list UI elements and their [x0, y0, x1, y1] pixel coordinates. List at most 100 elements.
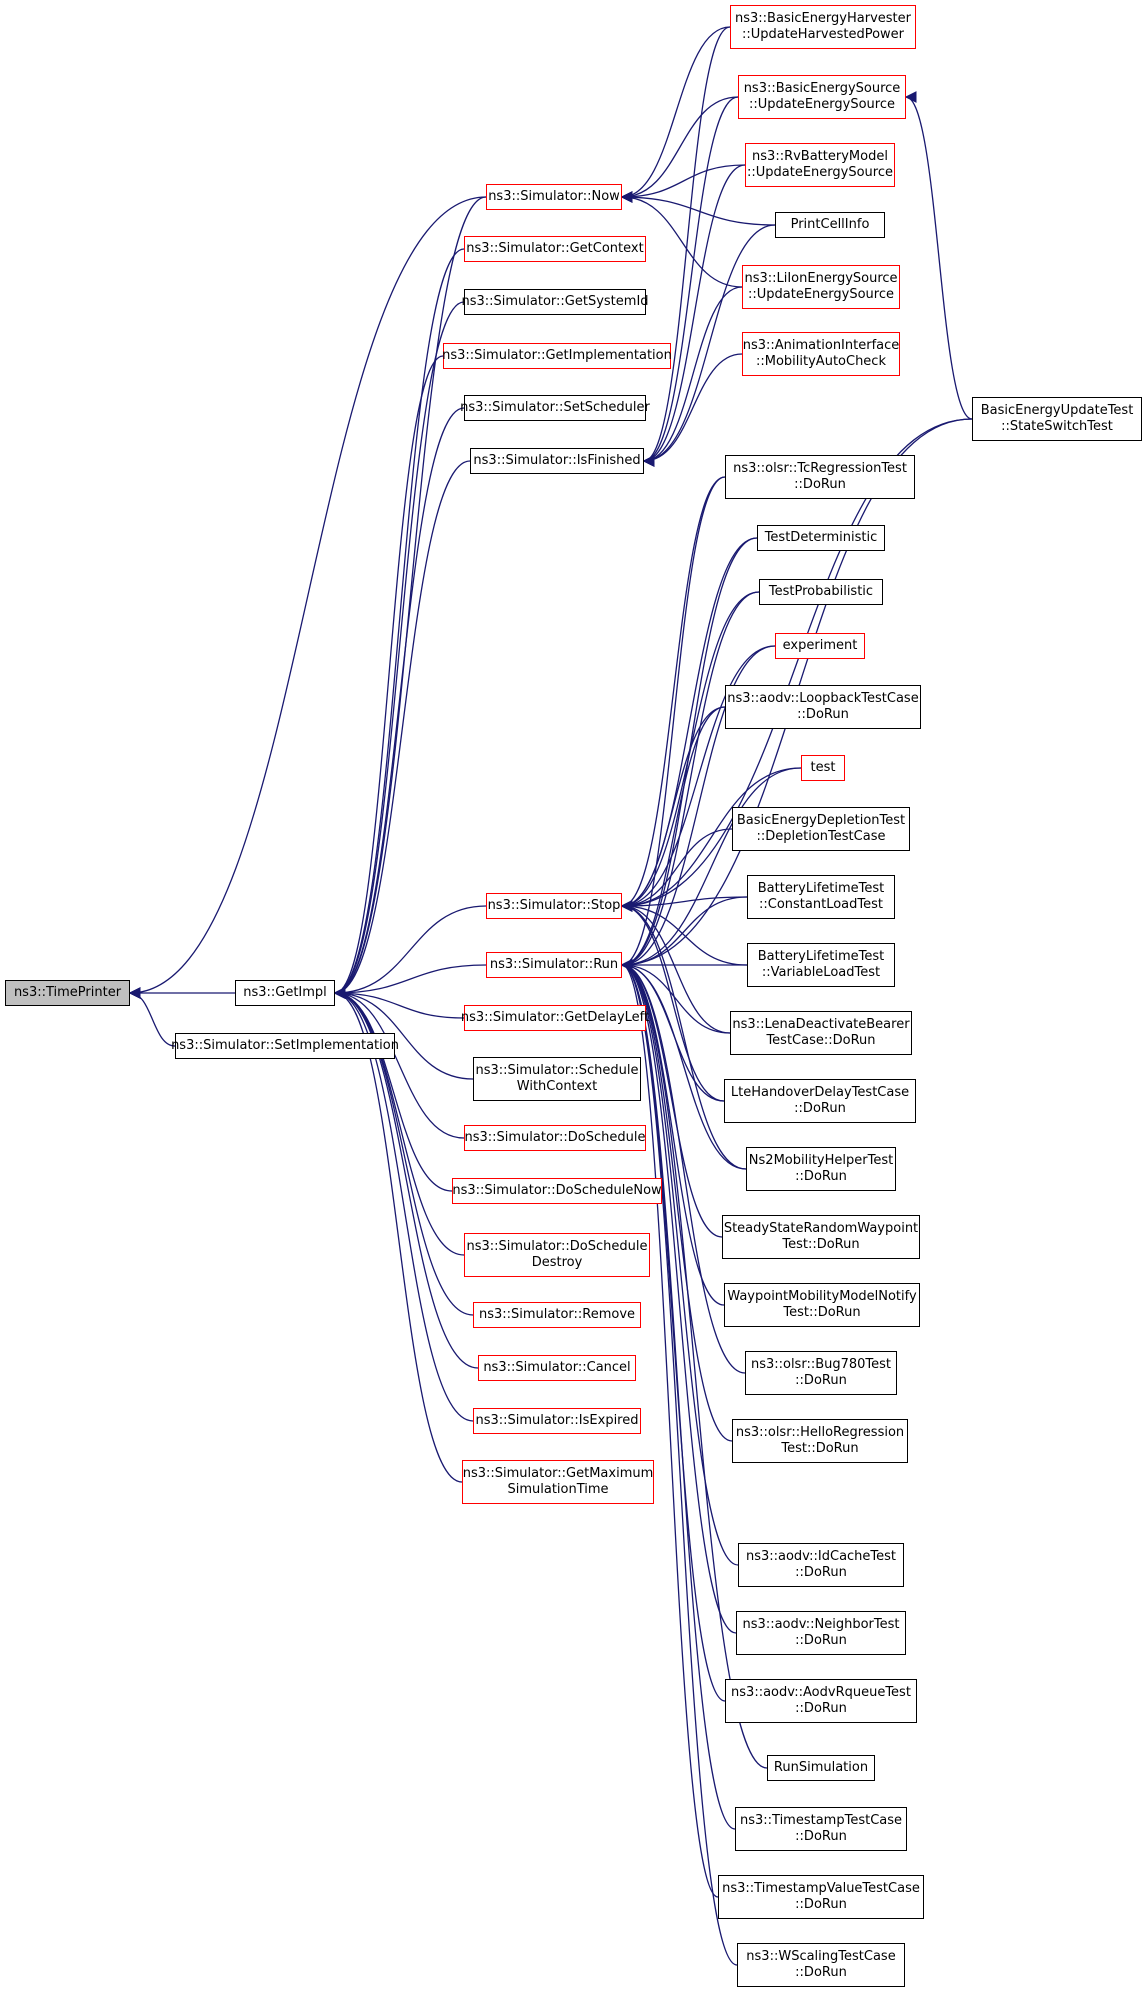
- node-timeprinter[interactable]: ns3::TimePrinter: [5, 980, 130, 1006]
- node-doschedule[interactable]: ns3::Simulator::DoSchedule: [464, 1125, 646, 1151]
- node-label-line: ::DoRun: [795, 1965, 847, 1980]
- edge-harvester-to-now: [620, 26, 731, 203]
- node-label-line: ns3::olsr::TcRegressionTest: [733, 461, 907, 476]
- node-label-line: ns3::aodv::IdCacheTest: [745, 1549, 897, 1564]
- node-label-line: ::StateSwitchTest: [1001, 419, 1113, 434]
- node-label-line: TestCase::DoRun: [766, 1033, 876, 1048]
- node-label-line: WaypointMobilityModelNotify: [727, 1289, 917, 1304]
- edge-olsrhello-to-run: [620, 959, 733, 1442]
- edge-test-to-stop: [620, 767, 802, 912]
- node-label-line: ::DoRun: [797, 707, 849, 722]
- node-testdet[interactable]: TestDeterministic: [757, 525, 885, 551]
- node-ltehandover[interactable]: LteHandoverDelayTestCase::DoRun: [724, 1079, 916, 1123]
- node-ns2mob[interactable]: Ns2MobilityHelperTest::DoRun: [746, 1147, 896, 1191]
- node-aodvloop[interactable]: ns3::aodv::LoopbackTestCase::DoRun: [725, 685, 921, 729]
- node-label-line: TestProbabilistic: [768, 584, 874, 599]
- node-label-line: ns3::Simulator::Cancel: [483, 1360, 631, 1375]
- node-label-line: PrintCellInfo: [790, 217, 870, 232]
- node-label-line: ns3::TimestampValueTestCase: [722, 1881, 920, 1896]
- node-isexpired[interactable]: ns3::Simulator::IsExpired: [473, 1408, 641, 1434]
- edge-setscheduler-to-getimpl: [333, 407, 465, 999]
- node-label-line: ns3::Simulator::Run: [489, 957, 619, 972]
- node-stop[interactable]: ns3::Simulator::Stop: [486, 893, 622, 919]
- node-test[interactable]: test: [801, 755, 845, 781]
- node-wscaling[interactable]: ns3::WScalingTestCase::DoRun: [737, 1943, 905, 1987]
- edge-getsystemid-to-getimpl: [333, 301, 465, 999]
- node-setscheduler[interactable]: ns3::Simulator::SetScheduler: [460, 395, 650, 421]
- node-experiment[interactable]: experiment: [775, 633, 865, 659]
- node-now[interactable]: ns3::Simulator::Now: [486, 184, 622, 210]
- node-label-line: ::DoRun: [795, 1701, 847, 1716]
- node-label-line: experiment: [782, 638, 858, 653]
- edge-lena-to-run: [620, 959, 731, 1034]
- edge-aodvloop-to-stop: [620, 706, 726, 912]
- node-timestampvalue[interactable]: ns3::TimestampValueTestCase::DoRun: [718, 1875, 924, 1919]
- node-olsrtc[interactable]: ns3::olsr::TcRegressionTest::DoRun: [725, 455, 915, 499]
- node-isfinished[interactable]: ns3::Simulator::IsFinished: [470, 448, 644, 474]
- node-label-line: ::UpdateHarvestedPower: [741, 27, 905, 42]
- node-rvbattery[interactable]: ns3::RvBatteryModel::UpdateEnergySource: [745, 143, 895, 187]
- node-label-line: ns3::AnimationInterface: [742, 338, 900, 353]
- node-aodvneighbor[interactable]: ns3::aodv::NeighborTest::DoRun: [736, 1611, 906, 1655]
- node-animation[interactable]: ns3::AnimationInterface::MobilityAutoChe…: [742, 332, 900, 376]
- node-bedt[interactable]: BasicEnergyDepletionTest::DepletionTestC…: [732, 807, 910, 851]
- node-getcontext[interactable]: ns3::Simulator::GetContext: [464, 236, 646, 262]
- node-cancel[interactable]: ns3::Simulator::Cancel: [478, 1355, 636, 1381]
- node-label-line: ::DepletionTestCase: [756, 829, 886, 844]
- node-label-line: ns3::aodv::AodvRqueueTest: [731, 1685, 911, 1700]
- edge-run-to-getimpl: [333, 964, 487, 999]
- node-aodvrqueue[interactable]: ns3::aodv::AodvRqueueTest::DoRun: [725, 1679, 917, 1723]
- node-bltconst[interactable]: BatteryLifetimeTest::ConstantLoadTest: [747, 875, 895, 919]
- node-getsystemid[interactable]: ns3::Simulator::GetSystemId: [461, 289, 649, 315]
- node-label-line: Test::DoRun: [781, 1441, 859, 1456]
- node-label-line: ns3::Simulator::GetContext: [466, 241, 644, 256]
- node-olsrbug[interactable]: ns3::olsr::Bug780Test::DoRun: [745, 1351, 897, 1395]
- node-lion[interactable]: ns3::LiIonEnergySource::UpdateEnergySour…: [742, 265, 900, 309]
- edge-lion-to-isfinished: [642, 286, 743, 467]
- edge-olsrtc-to-stop: [620, 476, 726, 912]
- edge-getcontext-to-getimpl: [333, 248, 465, 999]
- node-label-line: ns3::TimePrinter: [13, 985, 122, 1000]
- node-runsim[interactable]: RunSimulation: [767, 1755, 875, 1781]
- edge-olsrbug-to-run: [620, 959, 746, 1374]
- node-label-line: BatteryLifetimeTest: [757, 881, 885, 896]
- node-getdelayleft[interactable]: ns3::Simulator::GetDelayLeft: [461, 1005, 649, 1031]
- node-label-line: BatteryLifetimeTest: [757, 949, 885, 964]
- node-timestamp[interactable]: ns3::TimestampTestCase::DoRun: [735, 1807, 907, 1851]
- edge-schedulewithcontext-to-getimpl: [333, 987, 474, 1080]
- node-label-line: ns3::Simulator::IsExpired: [475, 1413, 639, 1428]
- edge-beut-to-basicsource: [904, 91, 973, 420]
- node-getimpl[interactable]: ns3::GetImpl: [235, 980, 335, 1006]
- node-testprob[interactable]: TestProbabilistic: [759, 579, 883, 605]
- node-label-line: ::MobilityAutoCheck: [756, 354, 886, 369]
- node-label-line: ns3::olsr::Bug780Test: [750, 1357, 892, 1372]
- node-harvester[interactable]: ns3::BasicEnergyHarvester::UpdateHarvest…: [730, 5, 916, 49]
- node-bltvar[interactable]: BatteryLifetimeTest::VariableLoadTest: [747, 943, 895, 987]
- edge-stop-to-getimpl: [333, 905, 487, 999]
- edge-beut-to-stop: [620, 418, 973, 912]
- edge-experiment-to-run: [620, 645, 776, 971]
- node-label-line: ::DoRun: [795, 1565, 847, 1580]
- node-beut[interactable]: BasicEnergyUpdateTest::StateSwitchTest: [972, 397, 1142, 441]
- node-run[interactable]: ns3::Simulator::Run: [486, 952, 622, 978]
- node-setimplementation[interactable]: ns3::Simulator::SetImplementation: [171, 1033, 399, 1059]
- node-basicsource[interactable]: ns3::BasicEnergySource::UpdateEnergySour…: [738, 75, 906, 119]
- node-getimplementation[interactable]: ns3::Simulator::GetImplementation: [442, 343, 672, 369]
- node-label-line: ns3::Simulator::SetImplementation: [171, 1038, 399, 1053]
- node-doschedulenow[interactable]: ns3::Simulator::DoScheduleNow: [452, 1178, 662, 1204]
- node-aodvidcache[interactable]: ns3::aodv::IdCacheTest::DoRun: [738, 1543, 904, 1587]
- node-label-line: WithContext: [516, 1079, 598, 1094]
- edge-bedt-to-stop: [620, 828, 733, 912]
- node-printcellinfo[interactable]: PrintCellInfo: [775, 212, 885, 238]
- node-label-line: ns3::Simulator::Schedule: [475, 1063, 639, 1078]
- node-remove[interactable]: ns3::Simulator::Remove: [473, 1302, 641, 1328]
- edge-getdelayleft-to-getimpl: [333, 987, 465, 1019]
- node-label-line: Destroy: [531, 1255, 583, 1270]
